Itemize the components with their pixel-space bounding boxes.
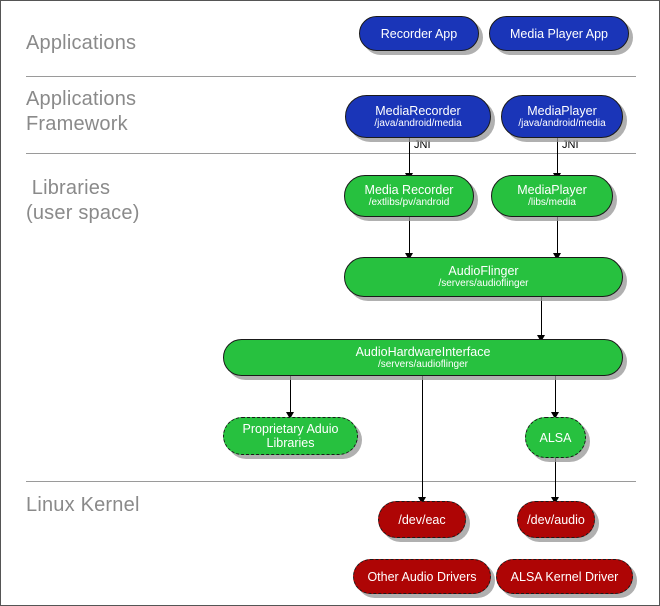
- layer-label-linux-kernel: Linux Kernel: [26, 494, 140, 516]
- node-audiohardwareinterface[interactable]: AudioHardwareInterface /servers/audiofli…: [223, 339, 623, 376]
- node-alsa-kernel-driver-title: ALSA Kernel Driver: [510, 569, 619, 584]
- node-audioflinger-path: /servers/audioflinger: [438, 278, 529, 289]
- layer-label-applications: Applications: [26, 32, 137, 54]
- connector-alsa-to-dev-audio: [555, 458, 556, 504]
- node-media-recorder-lib[interactable]: Media Recorder /extlibs/pv/android: [344, 175, 474, 217]
- node-mediaplayer-framework[interactable]: MediaPlayer /java/android/media: [501, 95, 623, 138]
- layer-label-libraries: Libraries (user space): [26, 177, 140, 224]
- node-dev-eac-title: /dev/eac: [398, 512, 446, 527]
- node-mediaplayer-lib-path: /libs/media: [528, 197, 576, 208]
- node-mediarecorder-framework[interactable]: MediaRecorder /java/android/media: [345, 95, 491, 138]
- node-alsa[interactable]: ALSA: [525, 417, 586, 458]
- node-recorder-app[interactable]: Recorder App: [359, 16, 479, 51]
- node-mediaplayer-lib-title: MediaPlayer: [517, 183, 587, 197]
- connector-ahi-to-alsa: [555, 376, 556, 419]
- connector-audioflinger-to-ahi: [541, 297, 542, 343]
- connector-ahi-to-proprietary: [290, 376, 291, 419]
- arrowhead-ahi-to-alsa: [551, 412, 559, 419]
- edge-label-jni-player: JNI: [562, 139, 579, 151]
- connector-mediarecorder-to-lib: [409, 138, 410, 179]
- node-proprietary-audio-libraries-title2: Libraries: [266, 436, 315, 450]
- node-proprietary-audio-libraries-title: Proprietary Aduio: [242, 422, 339, 436]
- node-recorder-app-title: Recorder App: [380, 26, 458, 41]
- node-alsa-kernel-driver[interactable]: ALSA Kernel Driver: [496, 559, 633, 594]
- node-mediaplayer-framework-path: /java/android/media: [518, 117, 606, 129]
- edge-label-jni-recorder: JNI: [414, 139, 431, 151]
- node-media-recorder-lib-title: Media Recorder: [364, 183, 454, 197]
- node-media-player-app[interactable]: Media Player App: [489, 16, 629, 51]
- node-media-player-app-title: Media Player App: [510, 26, 608, 41]
- node-dev-eac[interactable]: /dev/eac: [378, 501, 466, 538]
- node-mediarecorder-framework-path: /java/android/media: [374, 117, 462, 129]
- node-audiohardwareinterface-path: /servers/audioflinger: [377, 358, 469, 370]
- node-audiohardwareinterface-title: AudioHardwareInterface: [355, 344, 491, 359]
- node-other-audio-drivers[interactable]: Other Audio Drivers: [353, 559, 491, 594]
- connector-mediaplayer-to-audioflinger: [557, 217, 558, 261]
- node-media-recorder-lib-path: /extlibs/pv/android: [368, 197, 450, 208]
- node-audioflinger-title: AudioFlinger: [448, 264, 519, 278]
- node-audioflinger[interactable]: AudioFlinger /servers/audioflinger: [344, 257, 623, 297]
- node-mediaplayer-framework-title: MediaPlayer: [527, 103, 597, 118]
- connector-ahi-to-dev-eac: [422, 376, 423, 504]
- node-dev-audio[interactable]: /dev/audio: [517, 501, 595, 538]
- connector-mediaplayer-to-lib: [557, 138, 558, 179]
- node-dev-audio-title: /dev/audio: [527, 512, 585, 527]
- divider-applications-framework: [26, 153, 636, 154]
- node-alsa-title: ALSA: [539, 430, 572, 445]
- node-other-audio-drivers-title: Other Audio Drivers: [367, 569, 477, 584]
- layer-label-applications-framework: Applications Framework: [26, 88, 137, 135]
- divider-applications: [26, 76, 636, 77]
- node-mediaplayer-lib[interactable]: MediaPlayer /libs/media: [491, 175, 613, 217]
- divider-linux-kernel: [26, 481, 636, 482]
- node-proprietary-audio-libraries[interactable]: Proprietary Aduio Libraries: [223, 417, 358, 455]
- node-mediarecorder-framework-title: MediaRecorder: [375, 103, 461, 118]
- connector-media-recorder-to-audioflinger: [409, 217, 410, 261]
- arrowhead-ahi-to-proprietary: [286, 412, 294, 419]
